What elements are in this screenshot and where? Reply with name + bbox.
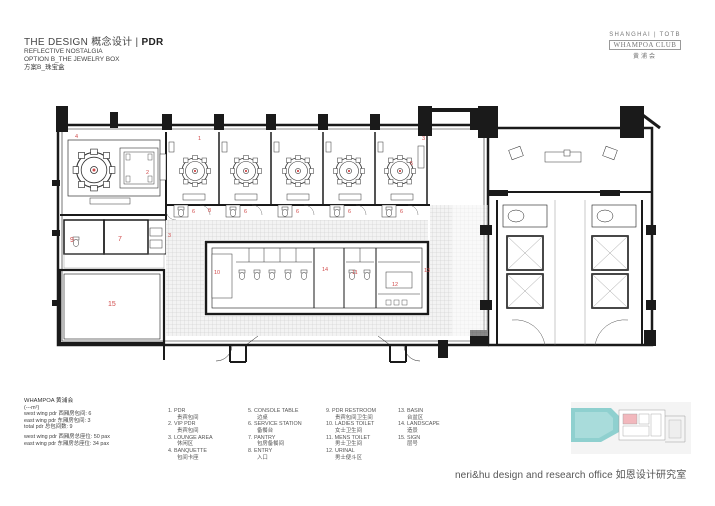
room-label: 3: [168, 233, 171, 239]
key-plan-thumbnail: [571, 402, 691, 454]
restroom-block: [204, 240, 430, 316]
service-rooms: [63, 219, 167, 255]
page-title: THE DESIGN 概念设计 | PDR: [24, 37, 164, 48]
room-label: 6: [348, 209, 351, 215]
legend-line: total pdr 总包间数: 9: [24, 424, 73, 431]
room-label: 5: [410, 161, 413, 167]
legend-line: east wing pdr 东厢房包间: 3: [24, 417, 91, 424]
room-label: 14: [322, 267, 328, 273]
logo-line-2: WHAMPOA CLUB: [609, 40, 681, 50]
office-credit: neri&hu design and research office 如恩设计研…: [455, 470, 687, 481]
subtitle-1: REFLECTIVE NOSTALGIA: [24, 48, 103, 55]
logo-line-3: 黄浦会: [632, 54, 657, 60]
room-label: 4: [75, 134, 78, 140]
room-label: 6: [244, 209, 247, 215]
room-label: 9: [70, 237, 74, 244]
room-label: 7: [118, 236, 122, 243]
top-wall-columns: [56, 106, 490, 136]
legend-line: west wing pdr 西厢房总座位: 50 pax: [24, 433, 110, 440]
room-label: 3: [422, 136, 425, 142]
room-label: 11: [352, 270, 358, 276]
room-label: 2: [146, 170, 149, 176]
corridor: [166, 205, 452, 336]
room-label: 10: [214, 270, 220, 276]
room-label: 6: [192, 209, 195, 215]
whampoa-club-logo: SHANGHAI | TOTB WHAMPOA CLUB 黄浦会: [598, 32, 692, 60]
room-label: 8: [208, 208, 211, 214]
room-label: 13: [424, 268, 430, 274]
room-label: 12: [392, 282, 398, 288]
legend-line: east wing pdr 东厢房总座位: 34 pax: [24, 440, 110, 447]
title-block: THE DESIGN 概念设计 | PDR REFLECTIVE NOSTALG…: [24, 33, 164, 72]
legend-title: WHAMPOA 黄浦会: [24, 398, 74, 404]
room-15: [58, 268, 166, 345]
room-label: 6: [400, 209, 403, 215]
legend-unit: (---m²): [24, 404, 40, 411]
subtitle-3: 方案B_珠宝盒: [24, 64, 65, 71]
room-label: 15: [108, 301, 116, 308]
room-label: 6: [296, 209, 299, 215]
vip-pdr: [67, 139, 167, 205]
room-label: 1: [198, 136, 201, 142]
subtitle-2: OPTION B_THE JEWELRY BOX: [24, 56, 120, 63]
logo-line-1: SHANGHAI | TOTB: [609, 32, 681, 38]
legend-summary: WHAMPOA 黄浦会 (---m²) west wing pdr 西厢房包间:…: [24, 398, 110, 447]
east-wing-walls: [478, 106, 661, 347]
legend-line: west wing pdr 西厢房包间: 6: [24, 411, 92, 418]
